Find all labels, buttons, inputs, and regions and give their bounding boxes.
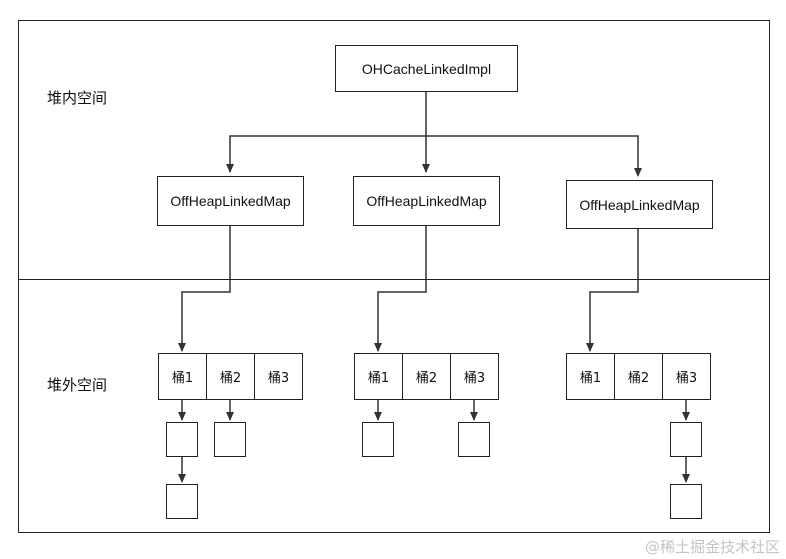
entry-g1-b1-second: [166, 484, 198, 519]
entry-g3-b3-first: [670, 422, 702, 457]
bucket-3: 桶3: [450, 353, 499, 400]
heap-region-label: 堆内空间: [47, 89, 108, 107]
bucket-2: 桶2: [402, 353, 451, 400]
map-node-3: OffHeapLinkedMap: [566, 180, 713, 229]
connector-root-to-map-1: [226, 135, 426, 173]
entry-g2-b1-first: [362, 422, 394, 457]
offheap-region-label: 堆外空间: [47, 376, 108, 394]
bucket-2: 桶2: [206, 353, 255, 400]
bucket-3: 桶3: [662, 353, 711, 400]
bucket-group-3: 桶1 桶2 桶3: [566, 353, 711, 400]
connector-root-to-map-3: [426, 135, 642, 177]
connector-map-2-to-buckets: [374, 226, 427, 352]
bucket-1: 桶1: [354, 353, 403, 400]
bucket-group-2: 桶1 桶2 桶3: [354, 353, 499, 400]
bucket-2: 桶2: [614, 353, 663, 400]
watermark: @稀土掘金技术社区: [644, 538, 780, 556]
map-node-1: OffHeapLinkedMap: [157, 176, 304, 226]
bucket-3: 桶3: [254, 353, 303, 400]
map-node-2: OffHeapLinkedMap: [353, 176, 500, 226]
bucket-1: 桶1: [158, 353, 207, 400]
entry-g1-b1-first: [166, 422, 198, 457]
connector-map-1-to-buckets: [178, 226, 231, 352]
root-node: OHCacheLinkedImpl: [335, 45, 518, 92]
bucket-group-1: 桶1 桶2 桶3: [158, 353, 303, 400]
entry-g3-b3-second: [670, 484, 702, 519]
bucket-1: 桶1: [566, 353, 615, 400]
entry-g2-b3-first: [458, 422, 490, 457]
connector-map-3-to-buckets: [586, 229, 639, 352]
offheap-region: [18, 279, 770, 533]
entry-g1-b2-first: [214, 422, 246, 457]
